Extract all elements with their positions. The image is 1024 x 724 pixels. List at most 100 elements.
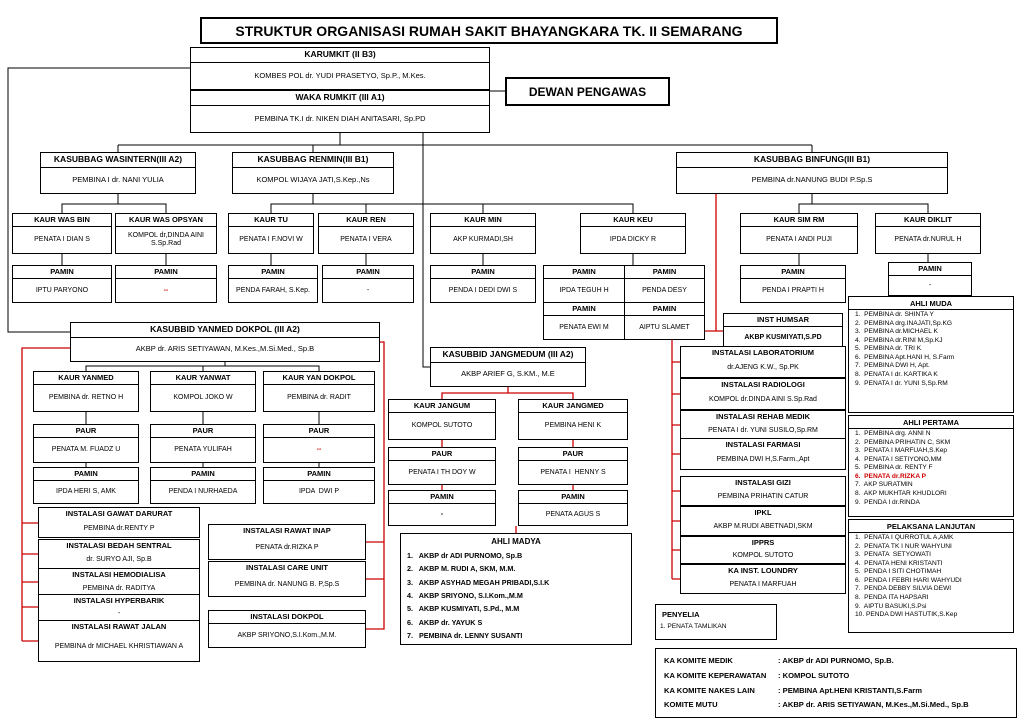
node-title: PAUR (389, 448, 495, 462)
list-item: 5. PEMBINA dr. TRI K (855, 345, 922, 353)
node-instalasi-care-unit: INSTALASI CARE UNIT PEMBINA dr. NANUNG B… (208, 561, 366, 597)
node-name: PENATA I HENNY S (540, 468, 606, 476)
node-name: PENDA DESY (642, 286, 687, 294)
node-pamin: PAMIN PENATA AGUS S (518, 490, 628, 526)
node-title: KAUR REN (319, 214, 413, 228)
node-name: KOMPOL dr.DINDA AINI S.Sp.Rad (709, 396, 817, 404)
komite-value: : AKBP dr ADI PURNOMO, Sp.B. (778, 656, 894, 665)
node-pamin: PAMIN - (388, 490, 496, 526)
node-kasubbag-binfung: KASUBBAG BINFUNG(III B1) PEMBINA dr.NANU… (676, 152, 948, 194)
komite-row: KA KOMITE KEPERAWATAN : KOMPOL SUTOTO (660, 669, 1012, 684)
list-item: 8. PENDA ITA HAPSARI (855, 593, 929, 601)
node-title: INSTALASI HYPERBARIK (73, 596, 165, 606)
node-title: INSTALASI HEMODIALISA (72, 570, 166, 580)
node-title: PAUR (151, 425, 255, 439)
node-title: PAMIN (389, 491, 495, 505)
node-title: INSTALASI REHAB MEDIK (715, 412, 811, 422)
list-item: 3. AKBP ASYHAD MEGAH PRIBADI,S.I.K (407, 577, 550, 587)
node-kaur-yanmed: KAUR YANMED PEMBINA dr. RETNO H (33, 371, 139, 412)
node-pamin: PAMIN IPDA HERI S, AMK (33, 467, 139, 504)
node-name: - (928, 281, 932, 289)
node-title: KASUBBAG BINFUNG(III B1) (677, 153, 947, 168)
node-kaur-was-bin: KAUR WAS BIN PENATA I DIAN S (12, 213, 112, 254)
node-title: KASUBBAG RENMIN(III B1) (233, 153, 393, 168)
node-title: KAUR YANWAT (151, 372, 255, 386)
list-item: 7. PEMBINA DWI H, Apt. (855, 362, 930, 370)
node-title: PAUR (264, 425, 374, 439)
node-title: KAUR SIM RM (741, 214, 857, 228)
list-item: 5. AKBP KUSMIYATI, S.Pd., M.M (407, 604, 520, 614)
node-title: PAMIN (625, 303, 704, 317)
panel-list: 1. PENATA I QURROTUL A,AMK 2. PENATA TK … (849, 533, 1013, 622)
node-name: dr.AJENG K.W., Sp.PK (727, 364, 799, 372)
node-name: PEMBINA I dr. NANI YULIA (72, 175, 164, 185)
node-kaur-min: KAUR MIN AKP KURMADI,SH (430, 213, 536, 254)
node-name: AKBP dr. ARIS SETIYAWAN, M.Kes.,M.Si.Med… (135, 344, 315, 354)
node-dewan-pengawas: DEWAN PENGAWAS (505, 77, 670, 106)
list-item: 8. PENATA I dr. KARTIKA K (855, 370, 938, 378)
list-item: 9. PENATA I dr. YUNI S,Sp.RM (855, 379, 948, 387)
node-title: PAUR (34, 425, 138, 439)
list-item: 2. AKBP M. RUDI A, SKM, M.M. (407, 564, 516, 574)
list-item: 6. AKBP dr. YAYUK S (407, 617, 483, 627)
node-name: PEMBINA dr. RADIT (287, 394, 351, 402)
panel-title: AHLI PERTAMA (849, 416, 1013, 429)
panel-list: 1. AKBP dr ADI PURNOMO, Sp.B 2. AKBP M. … (401, 548, 631, 644)
node-name: AKBP ARIEF G, S.KM., M.E (461, 369, 555, 379)
node-instalasi-hyperbarik: INSTALASI HYPERBARIK - (38, 594, 200, 621)
node-kaur-jangum: KAUR JANGUM KOMPOL SUTOTO (388, 399, 496, 440)
node-name: KOMPOL JOKO W (173, 394, 233, 402)
komite-row: KA KOMITE NAKES LAIN : PEMBINA Apt.HENI … (660, 684, 1012, 699)
node-title: KAUR DIKLIT (876, 214, 980, 228)
node-ipkl: IPKL AKBP M.RUDI ABETNADI,SKM (680, 506, 846, 536)
node-title: KA INST. LOUNDRY (728, 566, 798, 576)
page-title: STRUKTUR ORGANISASI RUMAH SAKIT BHAYANGK… (200, 17, 778, 44)
node-name: PEMBINA dr. RETNO H (48, 394, 124, 402)
node-pamin: PAMIN AIPTU SLAMET (624, 302, 705, 340)
node-ipprs: IPPRS KOMPOL SUTOTO (680, 536, 846, 564)
node-name: AKP KURMADI,SH (453, 236, 513, 244)
node-pamin: PAMIN IPDA DWI P (263, 467, 375, 504)
node-pamin: PAMIN IPTU PARYONO (12, 265, 112, 303)
komite-label: KA KOMITE NAKES LAIN (664, 685, 755, 695)
node-title: PAMIN (544, 266, 624, 280)
node-name: KOMPOL SUTOTO (732, 552, 794, 560)
node-name: PEMBINA HENI K (544, 422, 602, 430)
node-title: INSTALASI FARMASI (725, 440, 801, 450)
node-title: PAMIN (323, 266, 413, 280)
node-pamin: PAMIN PENATA EWI M (543, 302, 625, 340)
node-kasubbid-yanmed-dokpol: KASUBBID YANMED DOKPOL (III A2) AKBP dr.… (70, 322, 380, 362)
node-name: PENATA I dr. YUNI SUSILO,Sp.RM (708, 427, 818, 435)
panel-ahli-madya: AHLI MADYA 1. AKBP dr ADI PURNOMO, Sp.B … (400, 533, 632, 645)
node-title: PAMIN (34, 468, 138, 482)
node-inst-humsar: INST HUMSAR AKBP KUSMIYATI,S.PD (723, 313, 843, 349)
node-title: INSTALASI BEDAH SENTRAL (66, 541, 172, 551)
panel-ahli-muda: AHLI MUDA 1. PEMBINA dr. SHINTA Y 2. PEM… (848, 296, 1014, 413)
node-pamin: PAMIN PENDA DESY (624, 265, 705, 303)
node-kaur-yanwat: KAUR YANWAT KOMPOL JOKO W (150, 371, 256, 412)
node-name: PENATA dr.RIZKA P (255, 544, 319, 552)
node-waka-rumkit: WAKA RUMKIT (III A1) PEMBINA TK.I dr. NI… (190, 90, 490, 133)
list-item: 1. PENATA I QURROTUL A,AMK (855, 534, 954, 541)
node-name: -- (316, 446, 322, 454)
list-item: 9. AIPTU BASUKI,S.Psi (855, 602, 927, 610)
node-name: dr. SURYO AJI, Sp.B (86, 556, 152, 564)
komite-row: KA KOMITE MEDIK : AKBP dr ADI PURNOMO, S… (660, 654, 1012, 669)
list-item: 7. AKP SURATMIN (855, 481, 913, 489)
node-title: PAMIN (229, 266, 317, 280)
list-item: 4. PEMBINA dr.RINI M,Sp.KJ (855, 336, 943, 344)
node-name: PENDA FARAH, S.Kep. (236, 286, 310, 294)
node-title: INSTALASI CARE UNIT (246, 563, 328, 573)
node-title: INST HUMSAR (724, 314, 842, 328)
komite-label: KA KOMITE KEPERAWATAN (664, 670, 767, 680)
node-name: -- (163, 286, 169, 294)
node-kaur-yan-dokpol: KAUR YAN DOKPOL PEMBINA dr. RADIT (263, 371, 375, 412)
node-title: INSTALASI RAWAT JALAN (71, 622, 167, 632)
node-karumkit: KARUMKIT (II B3) KOMBES POL dr. YUDI PRA… (190, 47, 490, 90)
node-title: KASUBBAG WASINTERN(III A2) (41, 153, 195, 168)
list-item: 1. AKBP dr ADI PURNOMO, Sp.B (407, 551, 523, 560)
list-item: 4. AKBP SRIYONO, S.I.Kom.,M.M (407, 590, 523, 600)
komite-value: : AKBP dr. ARIS SETIYAWAN, M.Kes.,M.Si.M… (778, 700, 969, 710)
list-item: 6. PENATA dr.RIZKA P (855, 472, 927, 480)
